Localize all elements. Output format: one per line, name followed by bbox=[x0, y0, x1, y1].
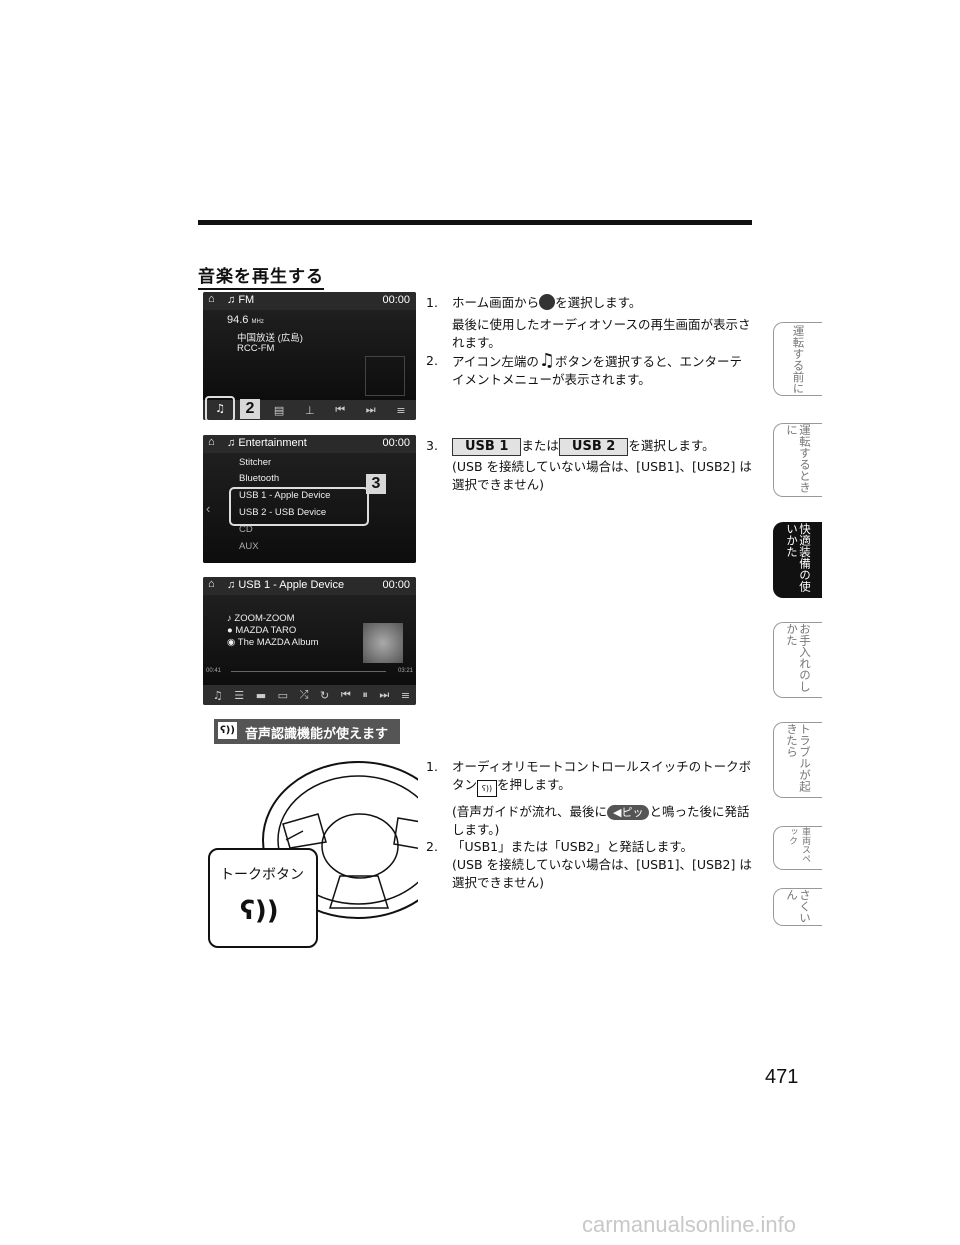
page-number: 471 bbox=[765, 1066, 799, 1088]
selection-highlight bbox=[229, 487, 369, 526]
callout-2: 2 bbox=[240, 399, 260, 419]
home-icon: ⌂ bbox=[208, 436, 215, 448]
music-note-icon: ♫ bbox=[538, 350, 556, 371]
tab-maintenance[interactable]: お手入れのしかた bbox=[773, 622, 822, 698]
music-icon: ♫ bbox=[212, 688, 223, 702]
list-icon: ▤ bbox=[273, 403, 285, 417]
beep-badge: ◀ピッ bbox=[607, 805, 650, 820]
talk-button-callout: トークボタン ʕ)) bbox=[208, 848, 318, 948]
next-icon: ⏭ bbox=[365, 403, 376, 416]
elapsed-time: 00:41 bbox=[206, 668, 222, 674]
screen-time: 00:00 bbox=[382, 579, 410, 591]
home-icon: ⌂ bbox=[208, 578, 215, 590]
tab-comfort-equipment[interactable]: 快適装備の使いかた bbox=[773, 522, 822, 598]
screen-header: ⌂ ♫ Entertainment 00:00 bbox=[203, 435, 416, 453]
progress-track bbox=[231, 671, 386, 672]
screen-header: ⌂ ♫ USB 1 - Apple Device 00:00 bbox=[203, 577, 416, 595]
track-name: ♪ ZOOM-ZOOM bbox=[227, 613, 295, 624]
usb1-button: USB 1 bbox=[452, 438, 522, 456]
prev-icon: ⏮ bbox=[340, 688, 351, 701]
top-rule bbox=[198, 220, 752, 225]
voice-recognition-banner: ʕ)) 音声認識機能が使えます bbox=[214, 719, 400, 744]
pause-icon: ⏸ bbox=[362, 688, 368, 701]
back-arrow-icon: ‹ bbox=[206, 501, 211, 516]
section-title: 音楽を再生する bbox=[198, 262, 324, 290]
tab-before-driving[interactable]: 運転する前に bbox=[773, 322, 822, 396]
fm-frequency: 94.6 MHz bbox=[227, 314, 264, 326]
menu-item: CD bbox=[239, 524, 253, 535]
screen-title: ♫ USB 1 - Apple Device bbox=[227, 579, 345, 591]
station-name: 中国放送 (広島) bbox=[237, 333, 303, 344]
tune-icon: ⊥ bbox=[304, 403, 315, 417]
callout-3: 3 bbox=[366, 474, 386, 494]
artist-name: ● MAZDA TARO bbox=[227, 625, 297, 636]
repeat-icon: ↻ bbox=[320, 688, 330, 702]
screen-time: 00:00 bbox=[382, 294, 410, 306]
album-art-placeholder bbox=[365, 356, 405, 396]
screenshot-usb-playback: ⌂ ♫ USB 1 - Apple Device 00:00 ♪ ZOOM-ZO… bbox=[203, 577, 416, 705]
menu-item-usb1: USB 1 - Apple Device bbox=[239, 490, 331, 501]
shuffle-icon: ⤮ bbox=[299, 688, 309, 701]
watermark: carmanualsonline.info bbox=[582, 1212, 797, 1237]
station-id: RCC-FM bbox=[237, 343, 275, 354]
talk-icon: ʕ)) bbox=[218, 722, 237, 739]
steering-wheel-illustration bbox=[262, 761, 418, 919]
album-name: ◉ The MAZDA Album bbox=[227, 637, 319, 648]
menu-item: AUX bbox=[239, 541, 259, 552]
menu-item: Stitcher bbox=[239, 457, 272, 468]
prev-icon: ⏮ bbox=[335, 403, 346, 416]
equalizer-icon: ≡ bbox=[396, 403, 406, 417]
menu-item: Bluetooth bbox=[239, 473, 280, 484]
screen-header: ⌂ ♫ FM 00:00 bbox=[203, 292, 416, 310]
audio-app-icon bbox=[539, 294, 556, 310]
menu-item-usb2: USB 2 - USB Device bbox=[239, 507, 327, 518]
tab-while-driving[interactable]: 運転するときに bbox=[773, 423, 822, 497]
equalizer-icon: ≡ bbox=[400, 688, 411, 702]
playlist-icon: ▭ bbox=[277, 688, 289, 702]
screenshot-fm: ⌂ ♫ FM 00:00 94.6 MHz 中国放送 (広島) RCC-FM ☆… bbox=[203, 292, 416, 420]
screen-title: ♫ FM bbox=[227, 294, 255, 306]
music-icon: ♫ bbox=[205, 396, 235, 420]
tab-troubleshooting[interactable]: トラブルが起きたら bbox=[773, 722, 822, 798]
screen-time: 00:00 bbox=[382, 437, 410, 449]
control-bar: ♫ ☰ ▬ ▭ ⤮ ↻ ⏮ ⏸ ⏭ ≡ bbox=[203, 685, 416, 705]
tab-index[interactable]: さくいん bbox=[773, 888, 822, 926]
total-time: 03:21 bbox=[397, 668, 413, 674]
screen-title: ♫ Entertainment bbox=[227, 437, 307, 449]
folder-icon: ▬ bbox=[255, 688, 267, 702]
album-art bbox=[363, 623, 403, 663]
next-icon: ⏭ bbox=[379, 688, 390, 701]
tab-specifications[interactable]: 車両スペック bbox=[773, 826, 822, 870]
talk-button-icon: ʕ)) bbox=[240, 896, 279, 926]
home-icon: ⌂ bbox=[208, 293, 215, 305]
list-icon: ☰ bbox=[234, 688, 245, 702]
usb2-button: USB 2 bbox=[558, 438, 629, 456]
screenshot-entertainment: ⌂ ♫ Entertainment 00:00 Stitcher Bluetoo… bbox=[203, 435, 416, 563]
talk-icon: ʕ)) bbox=[477, 780, 498, 797]
